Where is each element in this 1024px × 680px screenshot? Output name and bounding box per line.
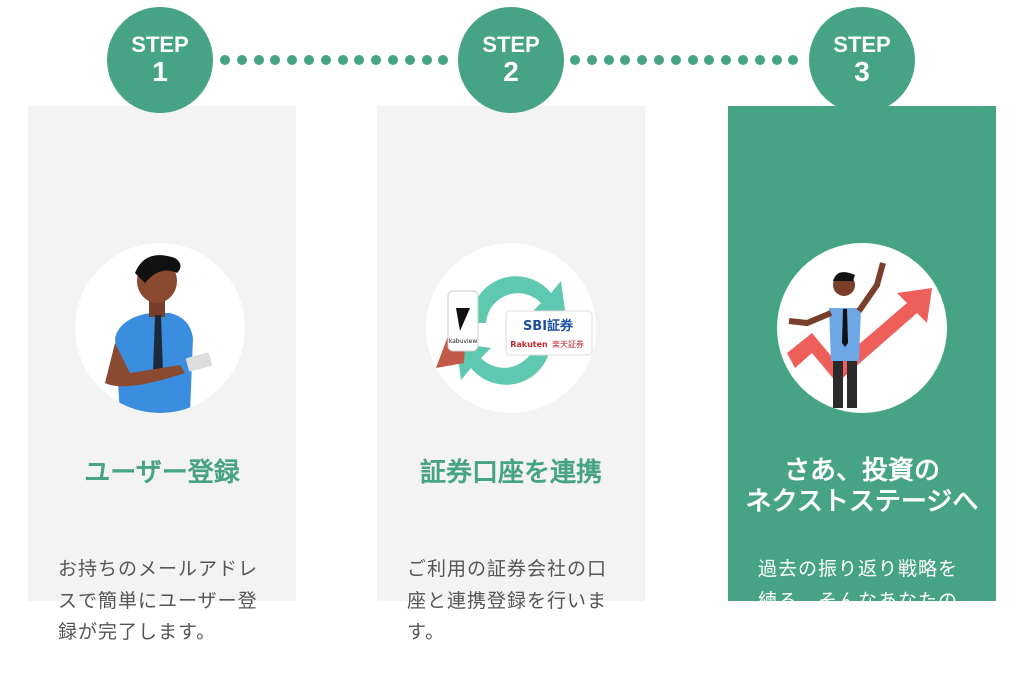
title-line: さあ、投資の <box>783 456 940 486</box>
step-1-title: ユーザー登録 <box>84 458 240 488</box>
step-2-description: ご利用の証券会社の口座と連携登録を行います。 <box>407 558 608 643</box>
step-3-title: さあ、投資のネクストステージへ <box>728 456 996 518</box>
connector-dot <box>236 55 247 65</box>
step-number: 3 <box>854 56 870 87</box>
connector-dot <box>354 55 365 65</box>
growth-illustration <box>777 243 947 413</box>
connector-dot <box>287 55 298 65</box>
step-number: 2 <box>503 56 519 87</box>
sbi-logo-text: SBI証券 <box>523 318 574 334</box>
connector-dot <box>654 55 664 65</box>
connector-dot <box>738 55 748 65</box>
connector-dot <box>220 55 230 65</box>
step-label: STEP <box>833 32 891 57</box>
connector-dot <box>704 55 715 65</box>
connector-dot <box>404 55 415 65</box>
app-logo-text: kabuview <box>449 338 478 345</box>
account-link-illustration: kabuview SBI証券 Rakuten 楽天証券 <box>426 243 596 413</box>
rakuten-logo-text: Rakuten <box>510 340 548 349</box>
step-1-card: ユーザー登録 お持ちのメールアドレスで簡単にユーザー登録が完了します。 <box>28 106 296 643</box>
step-label: STEP <box>131 32 189 57</box>
step-3-description: 過去の振り返り戦略を練る、そんなあなたの心強い武器となります。 <box>758 558 959 675</box>
connector-dot <box>253 55 264 65</box>
connector-dot <box>438 55 449 65</box>
connector-dot <box>388 55 398 65</box>
connector-dot <box>788 55 799 65</box>
connector-dot <box>603 55 614 65</box>
connector-dot <box>687 55 698 65</box>
connector-dot <box>304 55 314 65</box>
title-line: ネクストステージへ <box>745 487 979 517</box>
connector-dot <box>421 55 432 65</box>
connector-dot <box>721 55 732 65</box>
connector-dot <box>337 55 348 65</box>
connector-dot <box>320 55 331 65</box>
step-2-title: 証券口座を連携 <box>419 458 602 488</box>
step-1-description: お持ちのメールアドレスで簡単にユーザー登録が完了します。 <box>58 558 259 643</box>
connector-dot <box>586 55 597 65</box>
connector-dot <box>771 55 782 65</box>
connector-dot <box>670 55 681 65</box>
user-with-phone-illustration <box>75 243 245 413</box>
step-label: STEP <box>482 32 540 57</box>
step-number: 1 <box>152 56 168 87</box>
rakuten-jp-logo-text: 楽天証券 <box>552 339 584 349</box>
connector-dot <box>570 55 580 65</box>
step-3-card: さあ、投資のネクストステージへ 過去の振り返り戦略を練る、そんなあなたの心強い武… <box>728 106 996 675</box>
connector-dot <box>371 55 382 65</box>
connector-dot <box>270 55 281 65</box>
connector-dot <box>754 55 765 65</box>
connector-dot <box>620 55 631 65</box>
connector-dot <box>637 55 648 65</box>
step-2-card: kabuview SBI証券 Rakuten 楽天証券 証券口座を連携 ご利用の… <box>377 106 645 643</box>
